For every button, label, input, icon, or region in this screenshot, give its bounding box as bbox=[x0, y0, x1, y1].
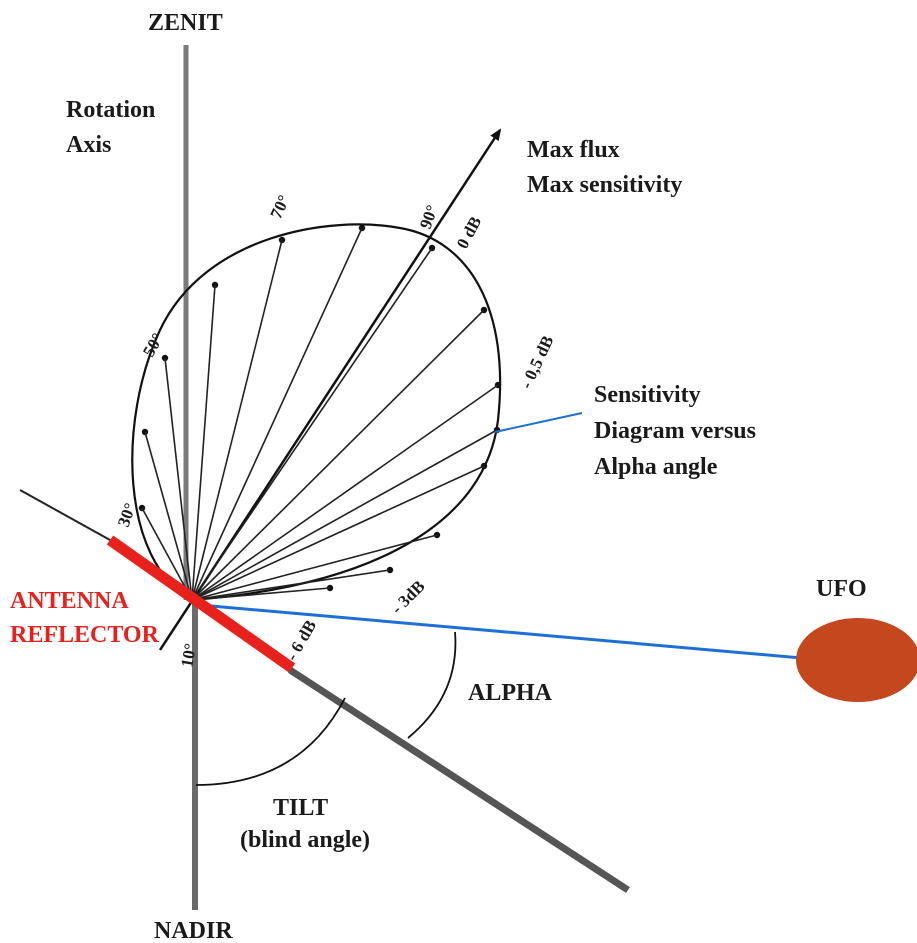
tilt-arc bbox=[195, 697, 346, 786]
ufo-shape bbox=[796, 618, 917, 702]
line-of-sight bbox=[199, 603, 859, 665]
max-flux-label-2: Max sensitivity bbox=[527, 172, 682, 198]
lobe-spoke bbox=[191, 309, 485, 601]
db-label-05: - 0,5 dB bbox=[516, 333, 557, 392]
lobe-spoke bbox=[191, 465, 485, 601]
lobe-outline bbox=[131, 223, 502, 602]
antenna-plane-lower bbox=[288, 667, 630, 893]
lobe-spoke bbox=[191, 247, 433, 601]
db-label-6: - 6 dB bbox=[282, 617, 320, 664]
db-label-3: - 3dB bbox=[387, 577, 428, 618]
alpha-label: ALPHA bbox=[468, 680, 553, 706]
lobe-spoke bbox=[191, 429, 498, 601]
sensitivity-label-3: Alpha angle bbox=[594, 454, 718, 480]
antenna-plane-upper bbox=[19, 489, 111, 541]
rotation-axis-label-2: Axis bbox=[66, 132, 111, 158]
rotation-axis-label-1: Rotation bbox=[66, 97, 155, 123]
tilt-label-1: TILT bbox=[273, 795, 328, 821]
sensitivity-label-2: Diagram versus bbox=[594, 418, 756, 444]
alpha-arc bbox=[407, 631, 457, 739]
sensitivity-pointer bbox=[494, 412, 583, 433]
max-flux-label-1: Max flux bbox=[527, 137, 620, 163]
lobe-spoke bbox=[191, 239, 283, 601]
angle-label-10: 10° bbox=[177, 642, 200, 669]
zenit-label: ZENIT bbox=[148, 10, 223, 36]
nadir-label: NADIR bbox=[154, 918, 233, 943]
lobe-spokes bbox=[141, 227, 499, 601]
antenna-label-1: ANTENNA bbox=[10, 588, 129, 614]
tilt-label-2: (blind angle) bbox=[240, 827, 370, 853]
antenna-reflector-bar bbox=[106, 535, 296, 673]
sensitivity-label-1: Sensitivity bbox=[594, 382, 701, 408]
lobe-spoke bbox=[191, 587, 331, 601]
lobe-spoke bbox=[191, 534, 438, 601]
db-label-0: 0 dB bbox=[453, 213, 486, 252]
lobe-spoke bbox=[191, 284, 216, 601]
ufo-label: UFO bbox=[816, 576, 867, 602]
lobe-spoke bbox=[164, 357, 193, 601]
lobe-spoke bbox=[191, 227, 363, 601]
lobe-spoke bbox=[141, 507, 193, 601]
lobe-spoke bbox=[191, 569, 391, 601]
angle-label-70: 70° bbox=[266, 192, 293, 222]
lobe-spoke bbox=[191, 384, 499, 601]
lobe-spoke bbox=[144, 431, 193, 601]
antenna-label-2: REFLECTOR bbox=[10, 622, 160, 648]
